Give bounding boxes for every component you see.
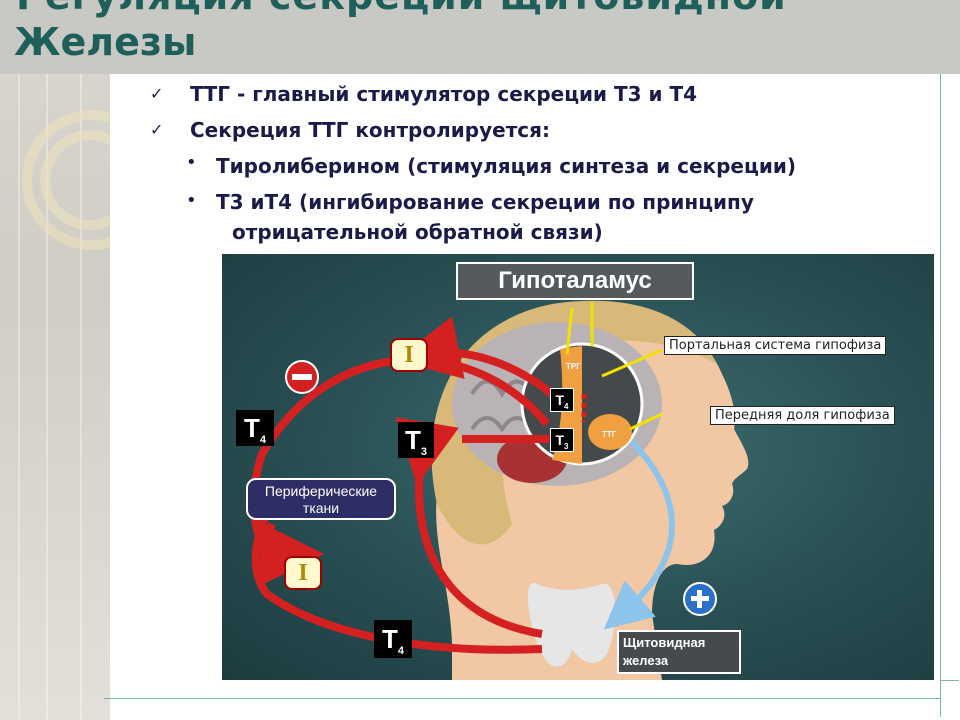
t4-letter: T	[381, 624, 398, 654]
t3-subscript: 3	[420, 446, 427, 459]
hypothalamus-label: Гипоталамус	[456, 262, 694, 300]
t3-letter: T	[555, 432, 565, 448]
checkmark-icon: ✓	[150, 84, 164, 103]
pituitary-shape	[588, 414, 632, 450]
page-title: Железы	[14, 20, 197, 64]
t4-letter: T	[555, 392, 565, 408]
title-bar: Регуляция секреции щитовидной Железы	[0, 0, 960, 74]
peripheral-tissues-line-2: ткани	[302, 500, 340, 516]
inhibit-symbol-top: I	[390, 338, 428, 372]
ttg-label: ТТГ	[602, 430, 617, 439]
anterior-pituitary-label: Передняя доля гипофиза	[710, 406, 895, 425]
t4-subscript: 4	[259, 434, 266, 447]
left-decoration	[0, 0, 110, 720]
t4-hormone-box-bottom: T4	[374, 620, 412, 658]
thyroid-label-line-1: Щитовидная	[623, 635, 706, 650]
bullet-dot-icon: •	[186, 152, 197, 173]
t4-letter: T	[243, 413, 260, 443]
bullet-item: Тиролиберином (стимуляция синтеза и секр…	[216, 154, 796, 178]
inhibit-symbol-bottom: I	[284, 556, 322, 590]
thyroid-gland-label: Щитовидная железа	[617, 630, 741, 674]
bullet-item: ТТГ - главный стимулятор секреции Т3 и Т…	[190, 82, 698, 106]
portal-system-label: Портальная система гипофиза	[664, 336, 887, 355]
bullet-item-continued: отрицательной обратной связи)	[232, 220, 603, 244]
bullet-item: Секреция ТТГ контролируется:	[190, 118, 550, 142]
slide-frame	[104, 74, 941, 699]
title-line-1: Регуляция секреции щитовидной	[16, 0, 787, 18]
checkmark-icon: ✓	[150, 120, 164, 139]
t3-letter: T	[404, 425, 421, 455]
t4-hormone-box-left: T4	[236, 410, 274, 446]
bullet-item: Т3 иТ4 (ингибирование секреции по принци…	[216, 190, 754, 214]
diagram-artwork	[250, 300, 749, 680]
t3-subscript: 3	[564, 441, 569, 451]
thyroid-label-line-2: железа	[623, 653, 669, 668]
thyroid-regulation-diagram: Гипоталамус Портальная система гипофиза …	[222, 254, 934, 680]
trg-label: ТРГ	[566, 362, 581, 371]
t4-subscript: 4	[564, 401, 569, 411]
peripheral-tissues-label: Периферические ткани	[246, 478, 396, 520]
peripheral-tissues-line-1: Периферические	[264, 483, 378, 499]
t3-small-box: T3	[550, 428, 574, 452]
t4-subscript: 4	[397, 645, 404, 658]
thyroid-shape	[527, 582, 616, 667]
t3-hormone-box: T3	[398, 422, 434, 458]
bullet-dot-icon: •	[186, 190, 197, 211]
slide-frame-corner	[940, 680, 959, 717]
t4-small-box: T4	[550, 388, 574, 412]
